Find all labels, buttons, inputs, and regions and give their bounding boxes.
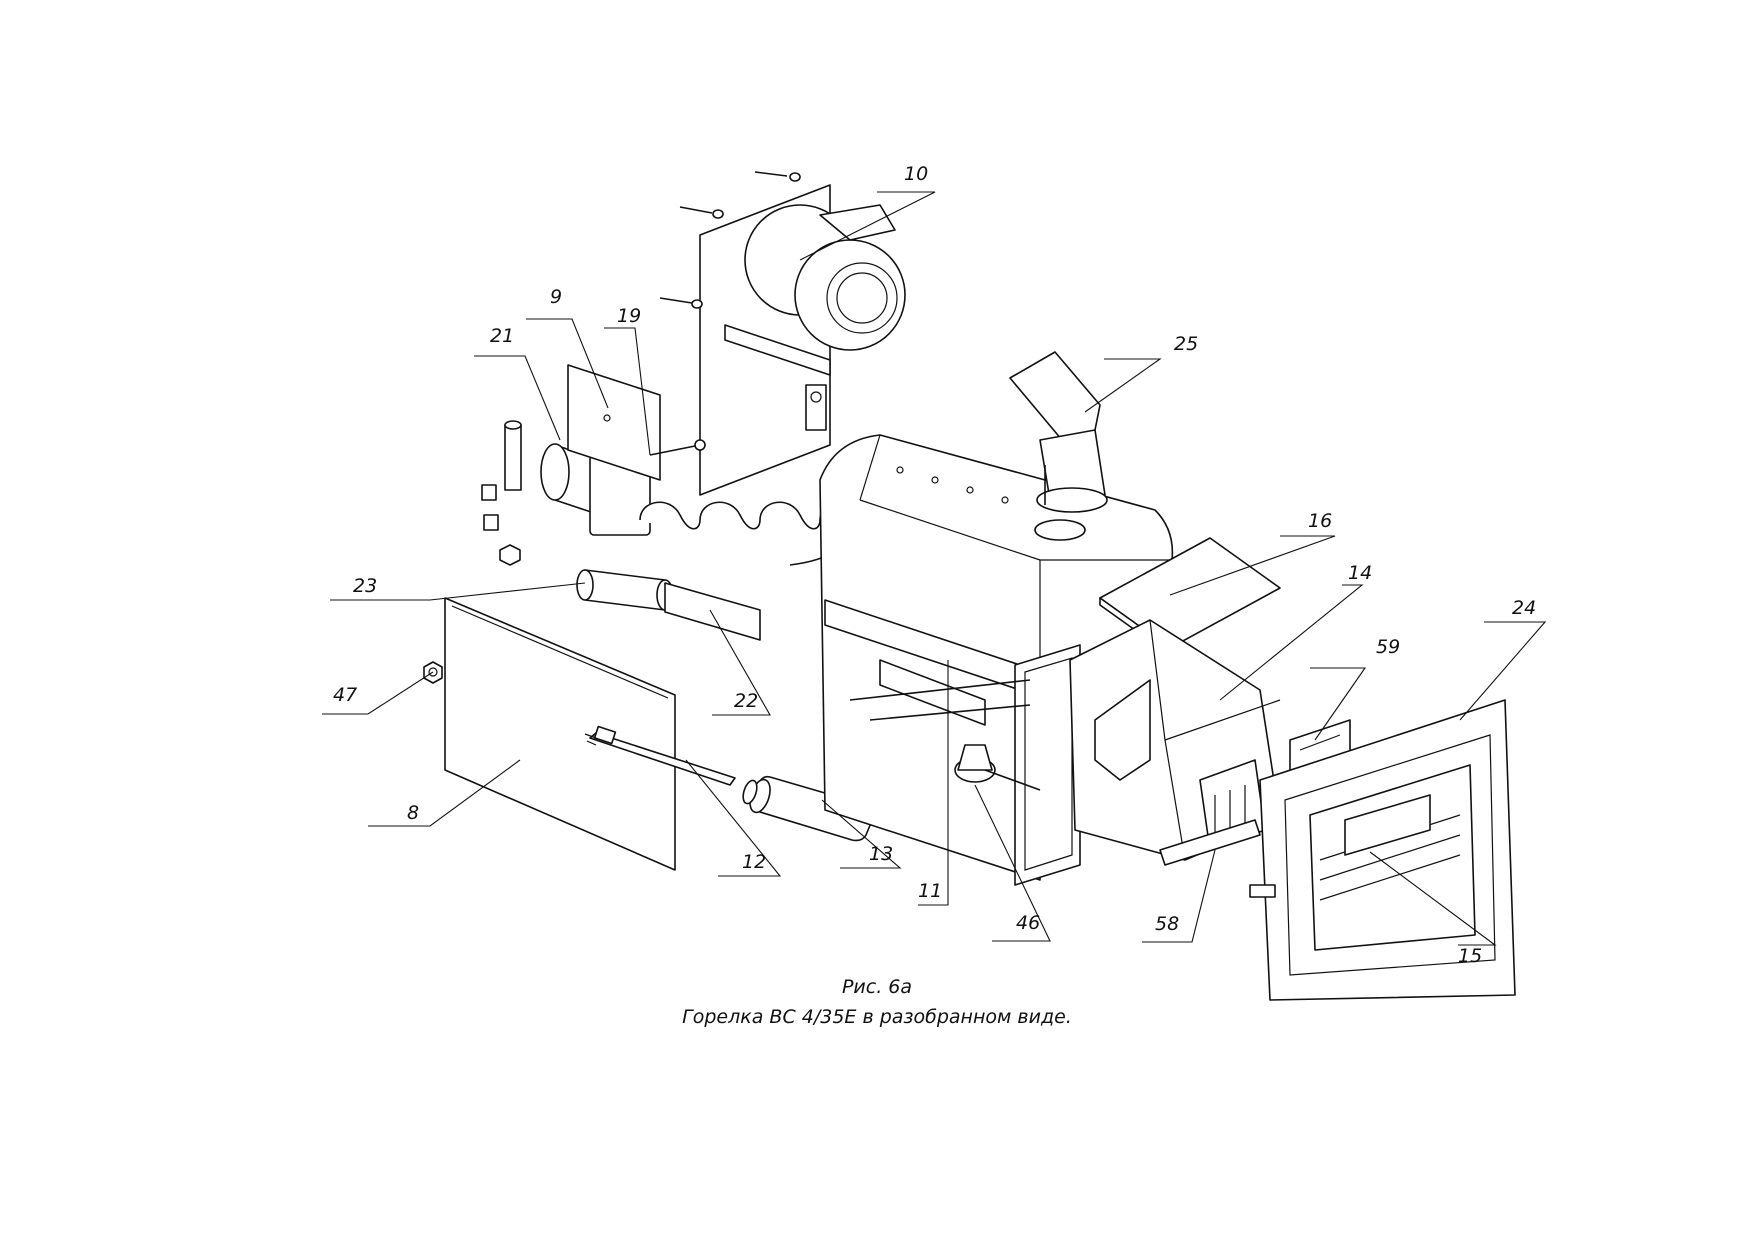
figure-caption-title: Горелка ВС 4/35Е в разобранном виде. xyxy=(682,1006,1072,1028)
callout-24: 24 xyxy=(1512,597,1536,619)
callout-19: 19 xyxy=(617,305,641,327)
callout-23: 23 xyxy=(353,575,377,597)
callout-25: 25 xyxy=(1174,333,1198,355)
callout-12: 12 xyxy=(742,851,766,873)
part-24-front-frame xyxy=(1249,699,1516,1001)
callout-11: 11 xyxy=(918,880,942,902)
part-12-sensor-rod xyxy=(584,725,736,786)
callout-16: 16 xyxy=(1308,510,1332,532)
burner-body xyxy=(819,434,1174,886)
leader-lines xyxy=(322,191,1547,946)
part-21-gear-motor xyxy=(481,420,651,566)
callout-46: 46 xyxy=(1016,912,1040,934)
part-19-studs xyxy=(649,439,706,456)
callout-9: 9 xyxy=(550,286,562,308)
part-23-auger-tube xyxy=(576,569,674,611)
part-25-feed-pipe xyxy=(1009,351,1108,513)
part-22-screw-housing xyxy=(664,582,761,641)
callout-10: 10 xyxy=(904,163,928,185)
part-11-ignition-rod xyxy=(849,679,1031,721)
callout-labels: 8 9 10 11 12 13 14 15 16 19 21 22 23 24 … xyxy=(333,163,1536,967)
part-10-fan xyxy=(659,171,906,496)
part-8-cover-plate xyxy=(444,597,676,871)
callout-14: 14 xyxy=(1348,562,1372,584)
part-58-grate-insert xyxy=(1159,759,1266,866)
callout-22: 22 xyxy=(734,690,758,712)
part-46-wing-nut xyxy=(954,744,1041,791)
callout-58: 58 xyxy=(1155,913,1179,935)
callout-15: 15 xyxy=(1458,945,1482,967)
callout-59: 59 xyxy=(1376,636,1400,658)
callout-13: 13 xyxy=(869,843,893,865)
callout-47: 47 xyxy=(333,684,357,706)
figure-caption-number: Рис. 6а xyxy=(841,976,913,998)
part-9-mounting-plate xyxy=(567,364,661,481)
callout-8: 8 xyxy=(407,802,419,824)
part-15-grate xyxy=(1344,794,1431,856)
callout-21: 21 xyxy=(490,325,514,347)
